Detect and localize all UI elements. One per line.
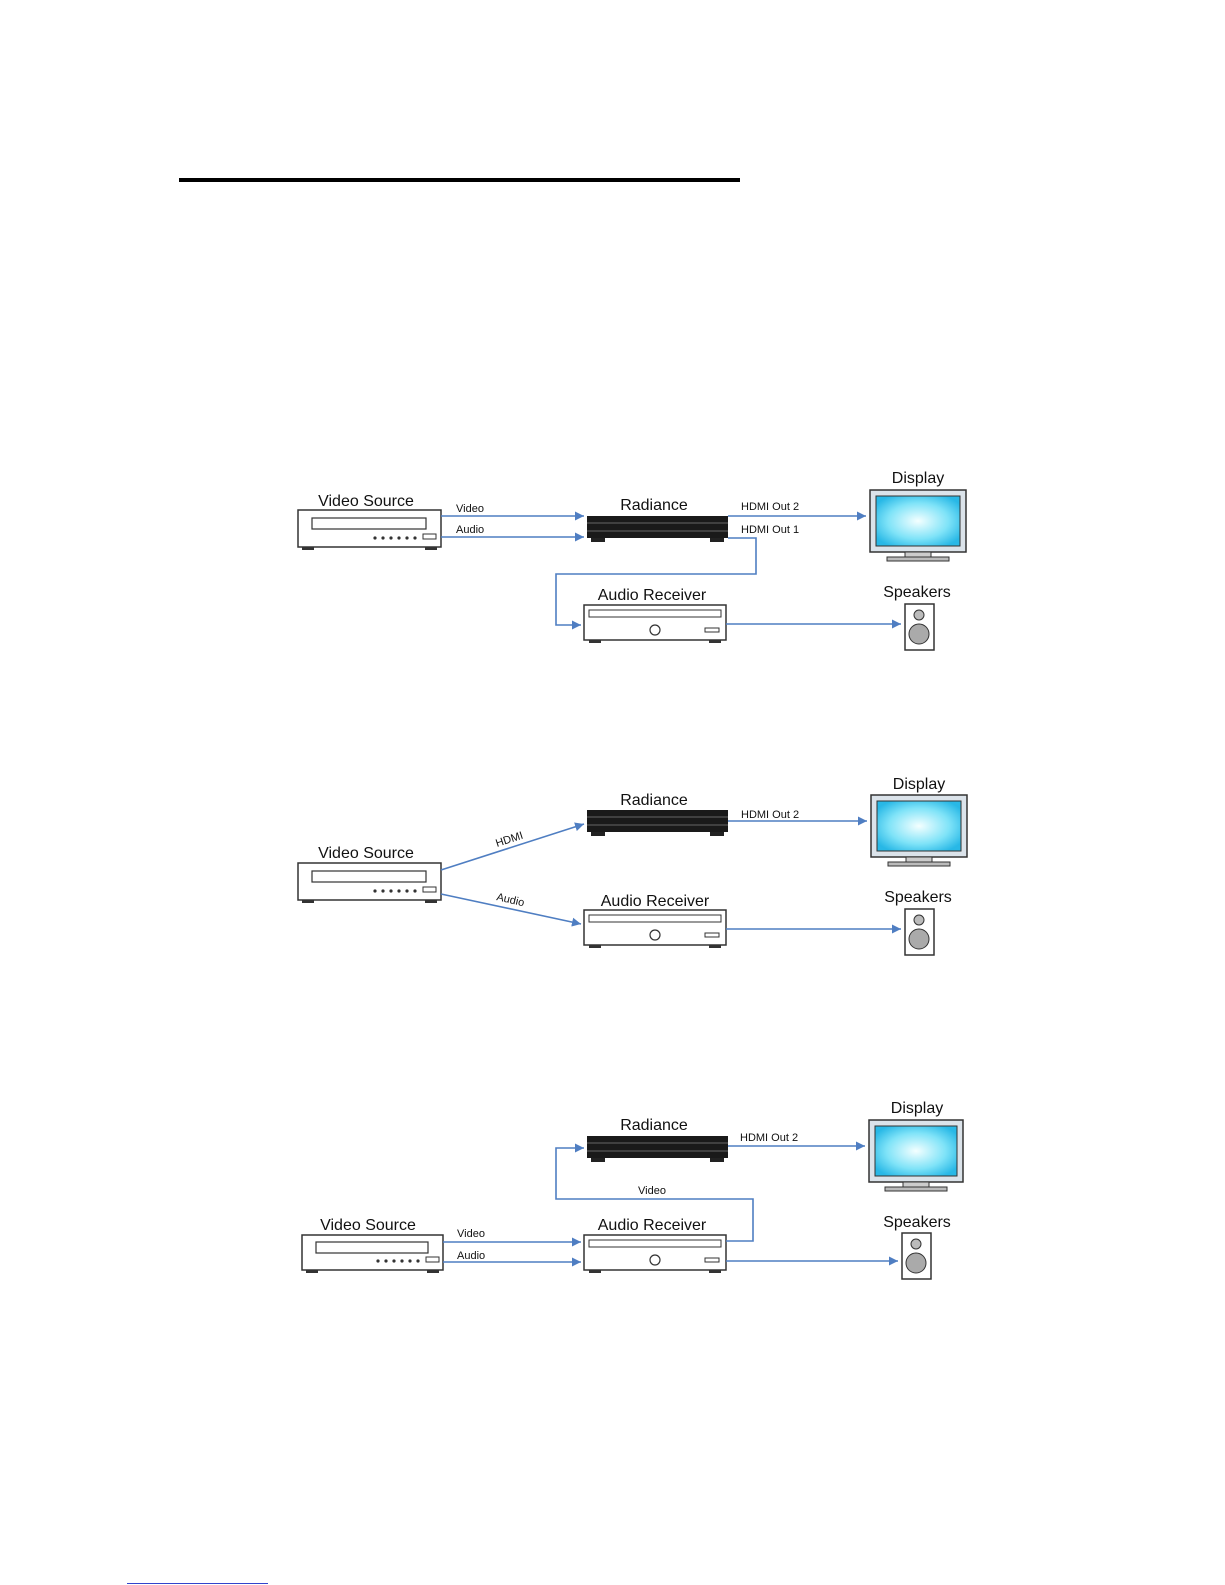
display-device: Display (870, 470, 966, 561)
speakers-device: Speakers (884, 889, 952, 955)
audio-receiver-label: Audio Receiver (598, 1217, 707, 1234)
wire-hdmi-out-2-label: HDMI Out 2 (741, 501, 799, 513)
radiance-device: Radiance (587, 792, 728, 836)
radiance-label: Radiance (620, 497, 688, 514)
footnote-rule (127, 1583, 268, 1584)
radiance-device: Radiance (587, 497, 728, 542)
wire-hdmi-out-2-label: HDMI Out 2 (741, 809, 799, 821)
wire-hdmi-out-2-label: HDMI Out 2 (740, 1132, 798, 1144)
speakers-label: Speakers (883, 584, 951, 601)
audio-receiver-label: Audio Receiver (601, 893, 710, 910)
radiance-device: Radiance (587, 1117, 728, 1162)
display-label: Display (892, 470, 944, 487)
display-device: Display (871, 776, 967, 866)
video-source-device: Video Source (298, 493, 441, 550)
speakers-label: Speakers (883, 1214, 951, 1231)
wire-hdmi (441, 824, 584, 870)
wire-video-in-label: Video (457, 1228, 485, 1240)
audio-receiver-device: Audio Receiver (584, 893, 726, 948)
diagram-3: Radiance Display Video Source (0, 1095, 1225, 1295)
wire-hdmi-label: HDMI (494, 830, 524, 850)
audio-receiver-device: Audio Receiver (584, 587, 726, 643)
video-source-label: Video Source (318, 845, 414, 862)
video-source-label: Video Source (320, 1217, 416, 1234)
wire-hdmi-out-1-label: HDMI Out 1 (741, 524, 799, 536)
heading-rule (179, 178, 740, 182)
diagram-2: Radiance Display Video Source (0, 770, 1225, 970)
radiance-label: Radiance (620, 792, 688, 809)
display-device: Display (869, 1100, 963, 1191)
display-label: Display (893, 776, 945, 793)
diagram-1: Video Source Radiance Display (0, 460, 1225, 660)
video-source-device: Video Source (298, 845, 441, 903)
wire-audio-in-label: Audio (457, 1250, 485, 1262)
speakers-device: Speakers (883, 1214, 951, 1279)
radiance-label: Radiance (620, 1117, 688, 1134)
wire-video-label: Video (456, 503, 484, 515)
speakers-label: Speakers (884, 889, 952, 906)
wire-video-loop-label: Video (638, 1185, 666, 1197)
display-label: Display (891, 1100, 943, 1117)
audio-receiver-label: Audio Receiver (598, 587, 707, 604)
wire-audio-label: Audio (456, 524, 484, 536)
video-source-device: Video Source (302, 1217, 443, 1273)
video-source-label: Video Source (318, 493, 414, 510)
speakers-device: Speakers (883, 584, 951, 650)
audio-receiver-device: Audio Receiver (584, 1217, 726, 1273)
